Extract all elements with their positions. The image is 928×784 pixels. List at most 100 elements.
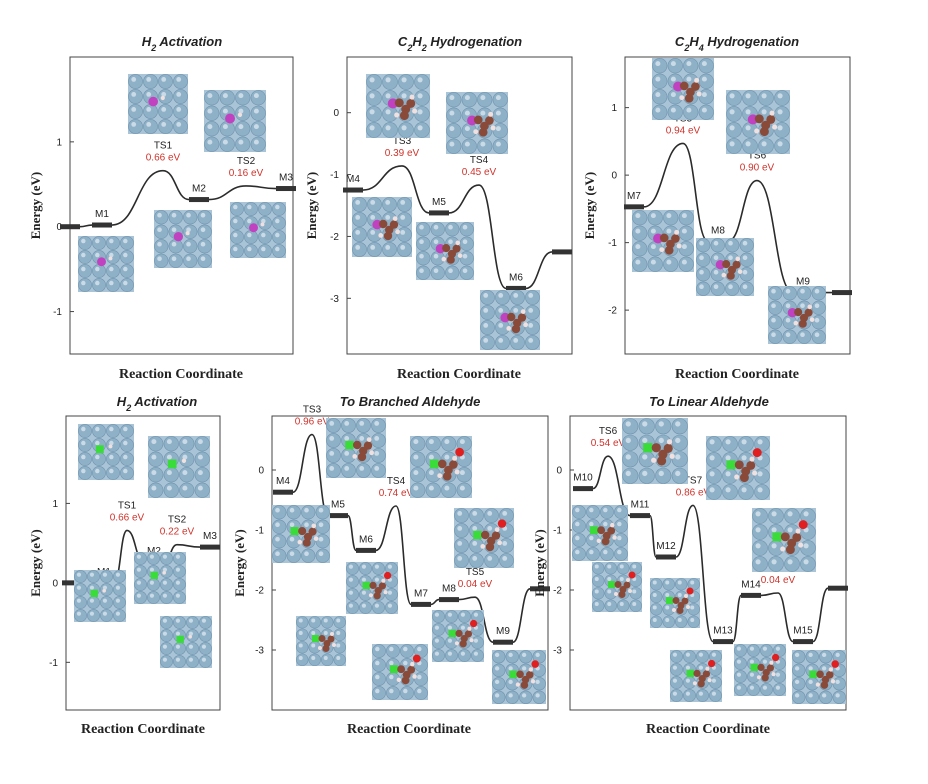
structure-snapshot-5 (346, 562, 398, 614)
x-axis-label: Reaction Coordinate (119, 367, 243, 382)
structure-snapshot-4 (454, 508, 514, 568)
plot-frame (69, 56, 294, 355)
plot-frame (65, 415, 221, 711)
state-level-M2 (189, 197, 209, 203)
state-label-M2: M2 (147, 546, 161, 557)
state-level-M6 (506, 285, 526, 291)
barrier-label-TS5: 0.04 eV (458, 579, 493, 590)
y-tick-label: -3 (553, 646, 562, 657)
state-label-TS6: TS6 (599, 426, 618, 437)
barrier-label-TS2: 0.16 eV (229, 168, 264, 179)
y-tick-label: 0 (258, 466, 264, 477)
structure-snapshot-8 (734, 644, 786, 696)
structure-snapshot-1 (652, 58, 714, 120)
structure-snapshot-1 (128, 74, 188, 134)
structure-snapshot-4 (416, 222, 474, 280)
state-label-M13: M13 (713, 626, 733, 637)
structure-snapshot-4 (154, 210, 212, 268)
y-tick-label: 0 (52, 578, 58, 589)
barrier-label-TS1: 0.66 eV (110, 512, 145, 523)
state-label-M3: M3 (203, 531, 217, 542)
y-tick-label: -2 (330, 232, 339, 243)
state-level-M3 (200, 544, 220, 550)
y-tick-label: -2 (255, 586, 264, 597)
y-tick-label: 0 (611, 171, 617, 182)
x-axis-label: Reaction Coordinate (646, 722, 770, 737)
y-tick-label: -2 (553, 586, 562, 597)
structure-snapshot-8 (432, 610, 484, 662)
state-label-TS7: TS7 (684, 475, 703, 486)
state-level-M12 (656, 554, 676, 560)
state-level-M7 (624, 204, 644, 210)
structure-snapshot-6 (650, 578, 700, 628)
state-level-M1 (92, 222, 112, 228)
state-label-TS3: TS3 (393, 136, 412, 147)
chart-title: C2H4 Hydrogenation (675, 34, 799, 53)
barrier-label-TS1: 0.66 eV (146, 153, 181, 164)
structure-snapshot-3 (632, 210, 694, 272)
structure-snapshot-7 (372, 644, 428, 700)
state-label-TS2: TS2 (237, 156, 256, 167)
state-label-M7: M7 (414, 588, 428, 599)
x-axis-label: Reaction Coordinate (397, 367, 521, 382)
state-level-M3 (276, 186, 296, 192)
chart-title: H2 Activation (142, 34, 222, 53)
state-label-M10: M10 (573, 473, 593, 484)
y-tick-label: -1 (608, 238, 617, 249)
state-label-M1: M1 (95, 209, 109, 220)
structure-snapshot-5 (768, 286, 826, 344)
state-level-M8 (439, 597, 459, 603)
energy-path (274, 433, 550, 643)
structure-snapshot-5 (160, 616, 212, 668)
state-label-M7: M7 (627, 191, 641, 202)
state-label-M4: M4 (276, 476, 290, 487)
energy-path (72, 169, 296, 228)
y-axis-label: Energy (eV) (582, 172, 597, 240)
state-label-M5: M5 (331, 500, 345, 511)
y-axis-label: Energy (eV) (232, 529, 247, 597)
y-axis-label: Energy (eV) (532, 529, 547, 597)
state-label-M9: M9 (496, 626, 510, 637)
barrier-label-TS4: 0.74 eV (379, 488, 414, 499)
y-tick-label: 1 (611, 103, 617, 114)
y-tick-label: -2 (608, 306, 617, 317)
structure-snapshot-3 (78, 236, 134, 292)
structure-snapshot-4 (696, 238, 754, 296)
chart-title: C2H2 Hydrogenation (398, 34, 522, 53)
state-label-M12: M12 (656, 541, 676, 552)
y-tick-label: 1 (56, 137, 62, 148)
x-axis-label: Reaction Coordinate (81, 722, 205, 737)
x-axis-label: Reaction Coordinate (675, 367, 799, 382)
barrier-label-TS2: 0.22 eV (160, 527, 195, 538)
structure-snapshot-5 (480, 290, 540, 350)
structure-snapshot-3 (572, 505, 628, 561)
y-axis-label: Energy (eV) (304, 172, 319, 240)
y-tick-label: -1 (53, 307, 62, 318)
state-level-M11 (630, 513, 650, 519)
chart-title: To Branched Aldehyde (340, 394, 481, 409)
structure-snapshot-2 (148, 436, 210, 498)
state-level-M15 (793, 639, 813, 645)
state-label-TS4: TS4 (470, 155, 489, 166)
state-label-M15: M15 (793, 626, 813, 637)
plot-frame (569, 415, 847, 711)
structure-snapshot-2 (726, 90, 790, 154)
structure-snapshot-9 (792, 650, 846, 704)
state-level-end (60, 224, 80, 230)
structure-snapshot-9 (492, 650, 546, 704)
barrier-label-TS3: 0.39 eV (385, 148, 420, 159)
state-level-end (832, 290, 852, 296)
y-axis-label: Energy (eV) (28, 529, 43, 597)
state-level-M9 (493, 639, 513, 645)
structure-snapshot-3 (74, 570, 126, 622)
y-tick-label: -1 (255, 526, 264, 537)
state-level-M13 (713, 639, 733, 645)
state-label-M6: M6 (359, 534, 373, 545)
y-tick-label: 1 (52, 499, 58, 510)
state-level-M4 (343, 187, 363, 193)
